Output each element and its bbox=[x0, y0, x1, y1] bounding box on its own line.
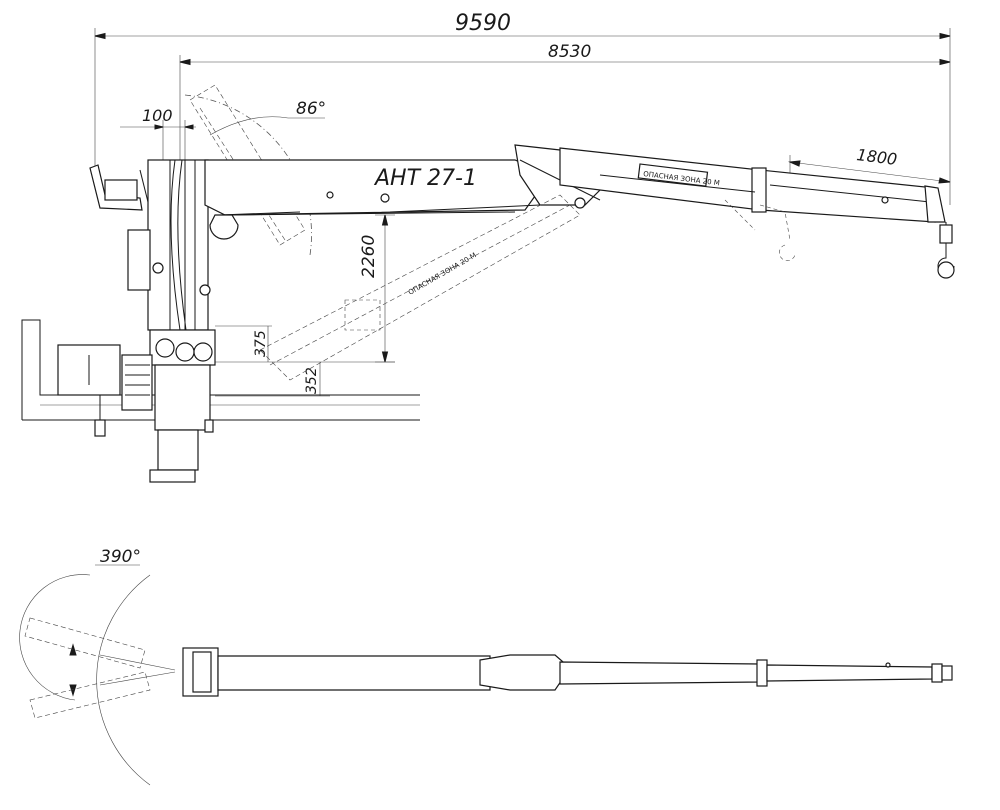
dimension-extension: 1800 bbox=[788, 145, 951, 185]
control-box bbox=[57, 344, 153, 437]
danger-zone-lower-label: ОПАСНАЯ ЗОНА 20 М bbox=[407, 251, 478, 296]
dimension-height: 2260 bbox=[359, 214, 395, 363]
tilt-angle-label: 86° bbox=[296, 99, 326, 119]
base-height-b-label: 352 bbox=[304, 367, 320, 394]
overall-length-label: 9590 bbox=[455, 11, 511, 36]
ghost-raised-boom bbox=[189, 84, 306, 246]
crane-hook bbox=[937, 222, 955, 279]
model-label: АНТ 27-1 bbox=[373, 166, 477, 191]
dimension-offset: 100 bbox=[120, 106, 196, 160]
height-label: 2260 bbox=[359, 235, 379, 278]
extension-label: 1800 bbox=[856, 145, 899, 169]
base-height-a-label: 375 bbox=[253, 330, 269, 357]
dimension-tilt-angle: 86° bbox=[209, 99, 326, 136]
tilt-arc bbox=[184, 94, 312, 256]
telescopic-boom: ОПАСНАЯ ЗОНА 20 М bbox=[559, 147, 946, 223]
offset-label: 100 bbox=[142, 106, 173, 125]
main-boom: АНТ 27-1 bbox=[204, 159, 551, 240]
dimension-base-b: 352 bbox=[215, 362, 330, 397]
ghost-hook bbox=[724, 199, 796, 261]
ghost-slew-booms bbox=[24, 617, 176, 719]
ghost-lowered-boom: ОПАСНАЯ ЗОНА 20 М bbox=[259, 194, 581, 381]
operator-seat bbox=[89, 164, 156, 231]
top-view-boom bbox=[182, 647, 953, 697]
boom-length-label: 8530 bbox=[548, 42, 591, 62]
crane-base bbox=[149, 329, 216, 483]
dimension-base-a: 375 bbox=[215, 325, 395, 363]
dimension-boom-length: 8530 bbox=[179, 42, 951, 165]
slew-dimension: 390° bbox=[19, 547, 151, 786]
slew-angle-label: 390° bbox=[100, 547, 141, 567]
crane-column bbox=[127, 159, 211, 331]
dimension-overall-length: 9590 bbox=[94, 11, 951, 205]
